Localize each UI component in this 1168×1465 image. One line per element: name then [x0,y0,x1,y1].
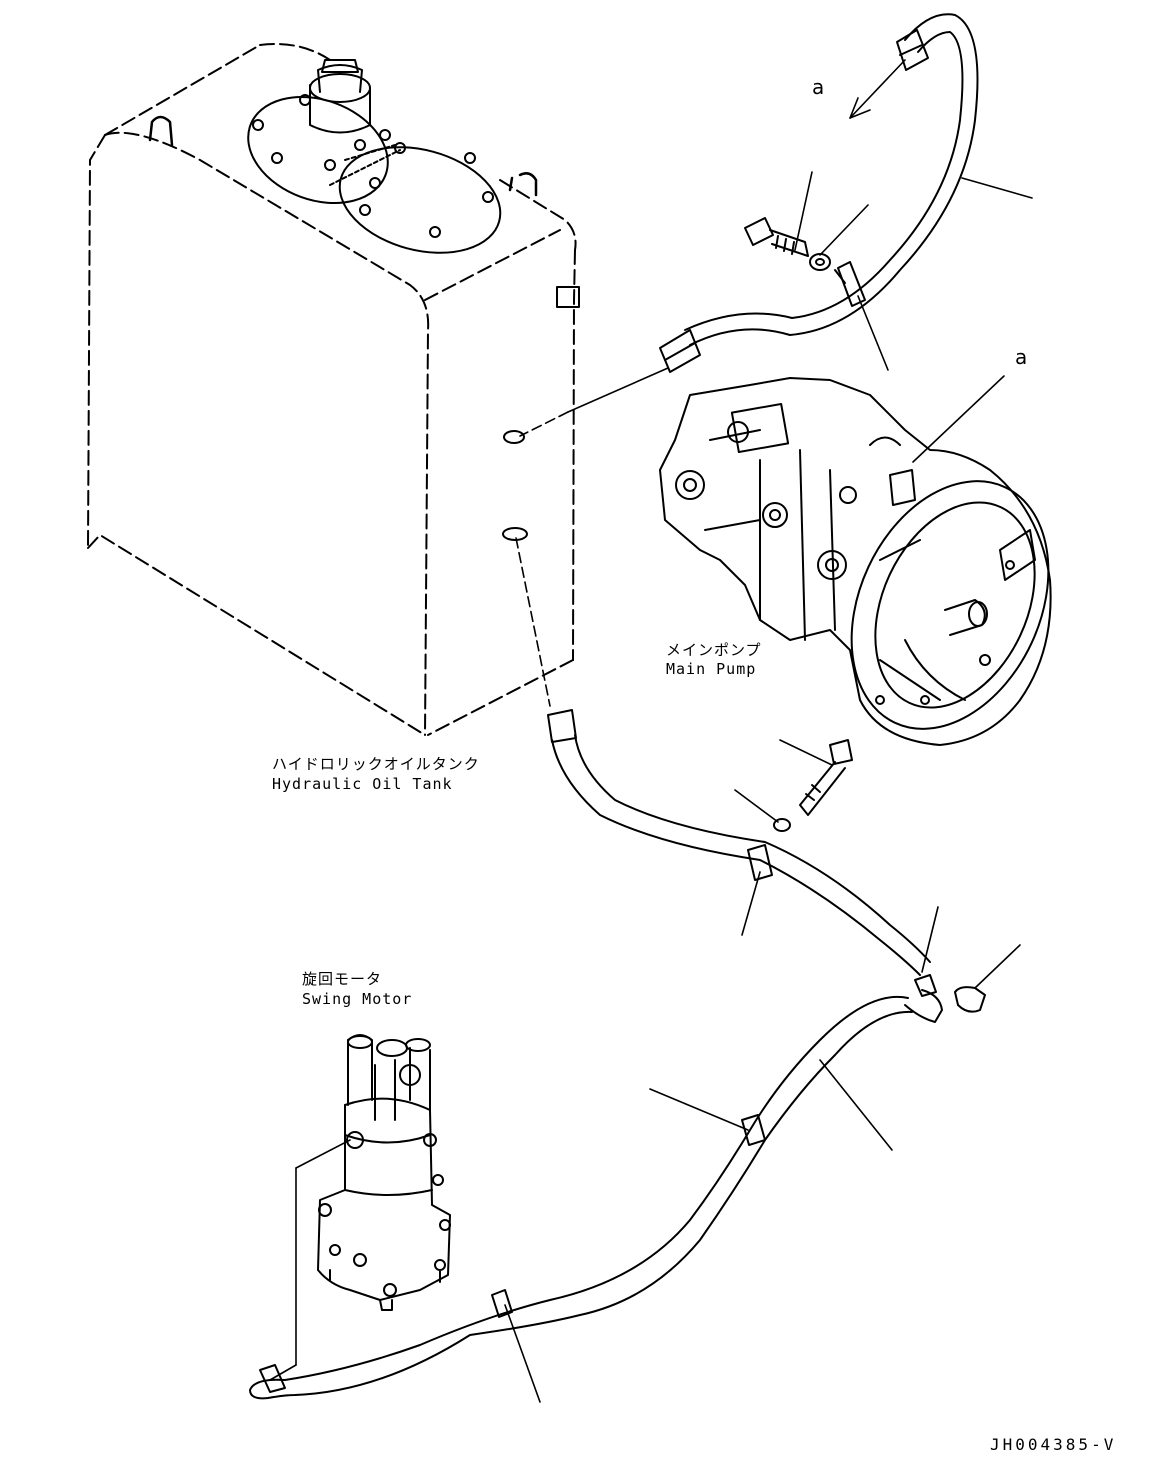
callout-a-pump: a [1015,345,1028,369]
swing-motor-label-jp: 旋回モータ [302,970,383,988]
hydraulic-tank-label-en: Hydraulic Oil Tank [272,775,453,793]
washer-middle [773,818,791,832]
main-pump-label-en: Main Pump [666,660,757,678]
drawing-number: JH004385-V [990,1435,1117,1454]
swing-motor [317,1034,451,1311]
lower-hose [547,709,931,976]
bolt-upper [744,217,809,257]
main-pump-label-jp: メインポンプ [666,641,762,659]
swing-motor-label-en: Swing Motor [302,990,413,1008]
swing-pipe [249,974,986,1400]
leader-lines [269,171,1033,1403]
arrow-a-top [849,59,906,119]
main-pump [659,377,1052,746]
callout-a-top: a [812,75,825,99]
upper-hose [659,13,979,373]
hydraulic-oil-tank [87,43,580,736]
hydraulic-tank-label-jp: ハイドロリックオイルタンク [272,755,480,773]
bolt-middle [799,739,853,816]
washer-upper [809,253,831,271]
